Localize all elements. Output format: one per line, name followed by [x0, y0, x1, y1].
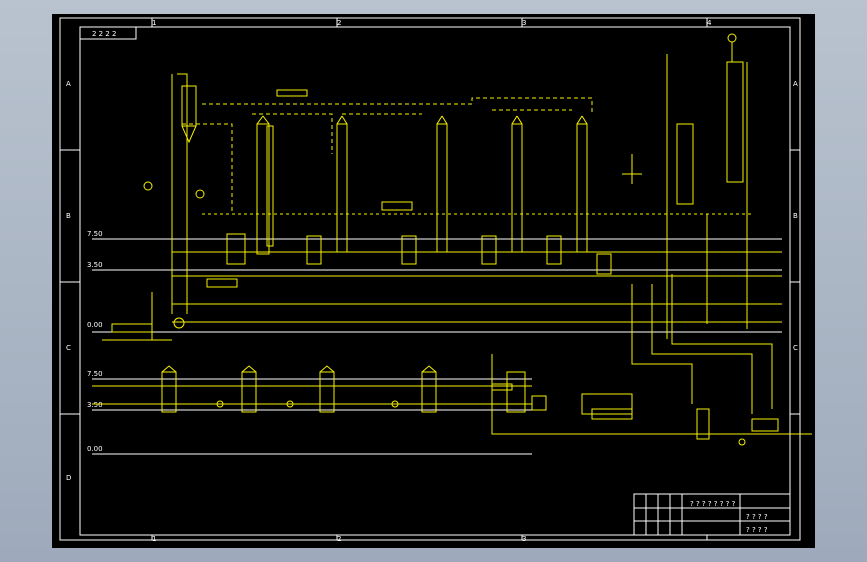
row-label-a-right: A — [793, 80, 798, 88]
col-label-1: 1 — [152, 19, 156, 27]
level-lower-1: 7.50 — [87, 370, 103, 378]
level-upper-3: 0.00 — [87, 321, 103, 329]
level-lower-2: 3.50 — [87, 401, 103, 409]
drawing-code: ? ? ? ? — [746, 513, 768, 521]
lower-right-equipment — [506, 371, 779, 446]
level-lower-3: 0.00 — [87, 445, 103, 453]
drawing-name: ? ? ? ? ? ? ? ? — [690, 500, 736, 508]
col-label-4: 4 — [707, 19, 712, 27]
row-label-b-right: B — [793, 212, 798, 220]
evaporator-columns — [226, 115, 612, 275]
pipe-network — [92, 73, 812, 435]
row-label-c: C — [66, 344, 71, 352]
title-tag: 2 2 2 2 — [92, 30, 117, 38]
row-label-c-right: C — [793, 344, 798, 352]
drawing-code-2: ? ? ? ? — [746, 526, 768, 534]
row-label-a: A — [66, 80, 71, 88]
rectification-column — [666, 33, 748, 339]
title-block — [633, 493, 791, 536]
lower-evaporators — [161, 365, 437, 413]
outer-frame — [59, 17, 801, 541]
inner-frame — [79, 26, 791, 536]
row-label-d: D — [66, 474, 71, 482]
col-label-1-bottom: 1 — [152, 535, 156, 543]
left-condenser-tower — [111, 85, 205, 333]
level-upper-1: 7.50 — [87, 230, 103, 238]
col-label-2-bottom: 2 — [337, 535, 341, 543]
col-label-3-bottom: 3 — [522, 535, 526, 543]
cad-drawing-viewport[interactable]: 1 2 3 4 1 2 3 A B C D A B C 2 2 2 2 7.50… — [52, 14, 815, 548]
title-tag-box — [79, 26, 137, 40]
level-upper-2: 3.50 — [87, 261, 103, 269]
row-label-b: B — [66, 212, 71, 220]
process-flow-diagram: 1 2 3 4 1 2 3 A B C D A B C 2 2 2 2 7.50… — [59, 17, 812, 543]
tag-labels — [206, 89, 642, 391]
col-label-2: 2 — [337, 19, 341, 27]
col-label-3: 3 — [522, 19, 526, 27]
